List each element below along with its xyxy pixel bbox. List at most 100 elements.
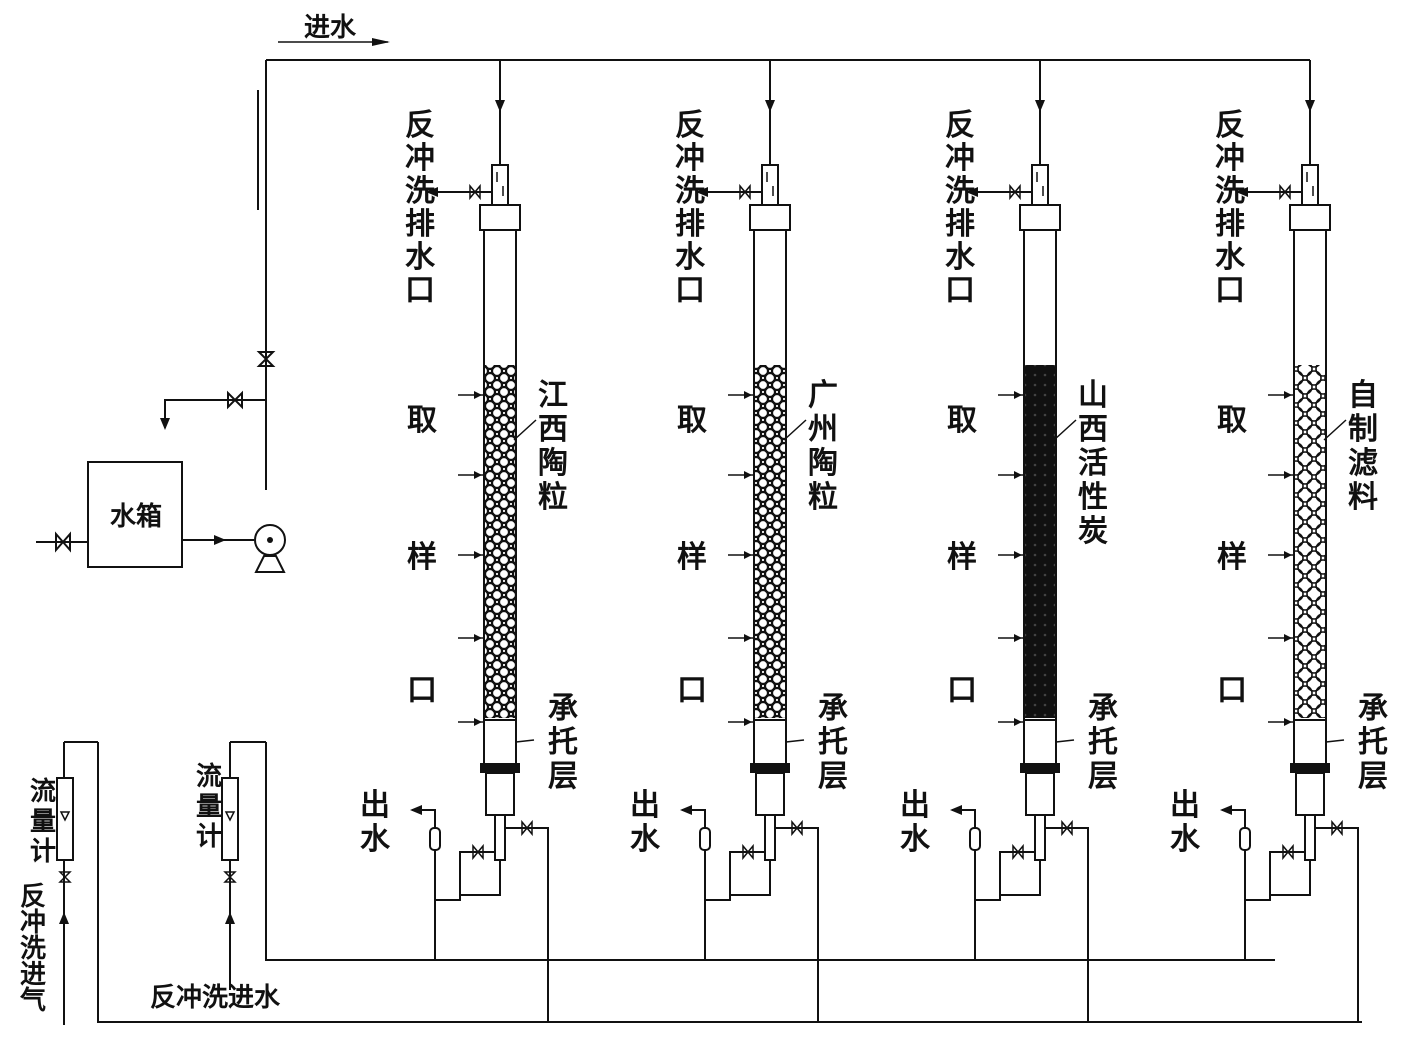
column-drain-link bbox=[730, 860, 771, 896]
fitting-mark bbox=[1036, 172, 1044, 196]
sample-label-2: 样 bbox=[947, 540, 977, 575]
drain-arrow bbox=[966, 187, 978, 197]
bottom-pipe bbox=[494, 814, 506, 861]
media-label: 江西陶粒 bbox=[538, 378, 568, 515]
media-leader-line bbox=[783, 419, 807, 441]
bottom-pipe bbox=[764, 814, 776, 861]
flowmeter-water-label: 流量计 bbox=[196, 762, 222, 852]
support-layer-label: 承托层 bbox=[1088, 691, 1118, 794]
sample-port-arrow bbox=[744, 634, 752, 642]
sample-port-arrow bbox=[1284, 471, 1292, 479]
sample-port-arrow bbox=[744, 471, 752, 479]
support-layer bbox=[753, 719, 787, 766]
top-fitting bbox=[491, 164, 509, 206]
bottom-section bbox=[1295, 772, 1325, 816]
air-valve bbox=[1331, 819, 1343, 837]
backwash-air-label: 反冲洗进气 bbox=[19, 882, 46, 1016]
sample-port-arrow bbox=[474, 551, 482, 559]
pump-icon bbox=[254, 524, 286, 573]
media-label: 山西活性炭 bbox=[1078, 378, 1108, 549]
flowmeter-air-text: 流量计 bbox=[30, 777, 56, 867]
flowmeter-water-text: 流量计 bbox=[196, 762, 222, 852]
outlet-meter bbox=[429, 827, 441, 851]
sample-label-2: 样 bbox=[677, 540, 707, 575]
drain-outlet-label: 反冲洗排水口 bbox=[675, 108, 706, 308]
sample-label-2: 样 bbox=[407, 540, 437, 575]
support-layer-label: 承托层 bbox=[818, 691, 848, 794]
bottom-section bbox=[1025, 772, 1055, 816]
air-valve bbox=[521, 819, 533, 837]
column-drain-link bbox=[460, 860, 501, 896]
outlet-valve bbox=[1012, 843, 1024, 861]
media-label: 广州陶粒 bbox=[808, 378, 838, 515]
filter-media bbox=[1295, 365, 1325, 718]
outlet-arrow bbox=[410, 805, 422, 815]
drain-outlet-label: 反冲洗排水口 bbox=[945, 108, 976, 308]
media-leader-line bbox=[513, 419, 537, 441]
fitting-mark bbox=[1306, 172, 1314, 196]
flowmeter-air bbox=[56, 777, 74, 861]
outlet-meter bbox=[1239, 827, 1251, 851]
drain-arrow bbox=[1236, 187, 1248, 197]
support-layer bbox=[483, 719, 517, 766]
support-leader-line bbox=[1055, 739, 1075, 743]
sample-label-2: 样 bbox=[1217, 540, 1247, 575]
sample-port-arrow bbox=[474, 471, 482, 479]
flowmeter-valves bbox=[58, 871, 237, 924]
fitting-mark bbox=[766, 172, 774, 196]
sample-label-3: 口 bbox=[1217, 673, 1247, 708]
sample-port-arrow bbox=[744, 551, 752, 559]
air-feed-pipe bbox=[1045, 827, 1089, 1022]
flowmeter-air-label: 流量计 bbox=[30, 777, 56, 867]
inlet-header-pipe bbox=[257, 38, 1310, 490]
support-layer bbox=[1023, 719, 1057, 766]
water-tank bbox=[87, 461, 183, 568]
drain-outlet-label: 反冲洗排水口 bbox=[405, 108, 436, 308]
sample-port-arrow bbox=[1284, 391, 1292, 399]
backwash-water-label: 反冲洗进水 bbox=[150, 983, 281, 1013]
drain-arrow bbox=[696, 187, 708, 197]
sample-port-arrow bbox=[1284, 634, 1292, 642]
column-drain-link bbox=[1270, 860, 1311, 896]
column-cap bbox=[1289, 204, 1331, 231]
sample-label-3: 口 bbox=[407, 673, 437, 708]
bottom-section bbox=[485, 772, 515, 816]
sample-port-arrow bbox=[1014, 718, 1022, 726]
air-valve bbox=[1061, 819, 1073, 837]
top-fitting bbox=[1301, 164, 1319, 206]
backwash-air-manifold bbox=[63, 741, 1362, 1025]
support-leader-line bbox=[515, 739, 535, 743]
sample-port-arrow bbox=[474, 718, 482, 726]
sample-label-1: 取 bbox=[677, 403, 707, 438]
outlet-label: 出水 bbox=[360, 788, 391, 857]
filter-columns: 反冲洗排水口取样口江西陶粒承托层出水反冲洗排水口取样口广州陶粒承托层出水反冲洗排… bbox=[360, 108, 1388, 1022]
sample-port-arrow bbox=[1014, 391, 1022, 399]
column-cap bbox=[479, 204, 521, 231]
outlet-meter bbox=[699, 827, 711, 851]
sample-port-arrow bbox=[1014, 551, 1022, 559]
bottom-section bbox=[755, 772, 785, 816]
drain-valve bbox=[469, 183, 481, 201]
fitting-mark bbox=[496, 172, 504, 196]
sample-port-arrow bbox=[1014, 634, 1022, 642]
top-fitting bbox=[761, 164, 779, 206]
drain-outlet-label: 反冲洗排水口 bbox=[1215, 108, 1246, 308]
drain-valve bbox=[1279, 183, 1291, 201]
air-feed-pipe bbox=[1315, 827, 1359, 1022]
sample-label-3: 口 bbox=[677, 673, 707, 708]
sample-label-3: 口 bbox=[947, 673, 977, 708]
flange bbox=[1020, 763, 1060, 773]
air-valve bbox=[791, 819, 803, 837]
sample-port-arrow bbox=[744, 718, 752, 726]
bottom-pipe bbox=[1304, 814, 1316, 861]
top-fitting bbox=[1031, 164, 1049, 206]
media-leader-line bbox=[1323, 419, 1347, 441]
sample-port-arrow bbox=[474, 391, 482, 399]
media-leader-line bbox=[1053, 419, 1077, 441]
support-layer-label: 承托层 bbox=[1358, 691, 1388, 794]
air-feed-pipe bbox=[775, 827, 819, 1022]
outlet-arrow bbox=[1220, 805, 1232, 815]
